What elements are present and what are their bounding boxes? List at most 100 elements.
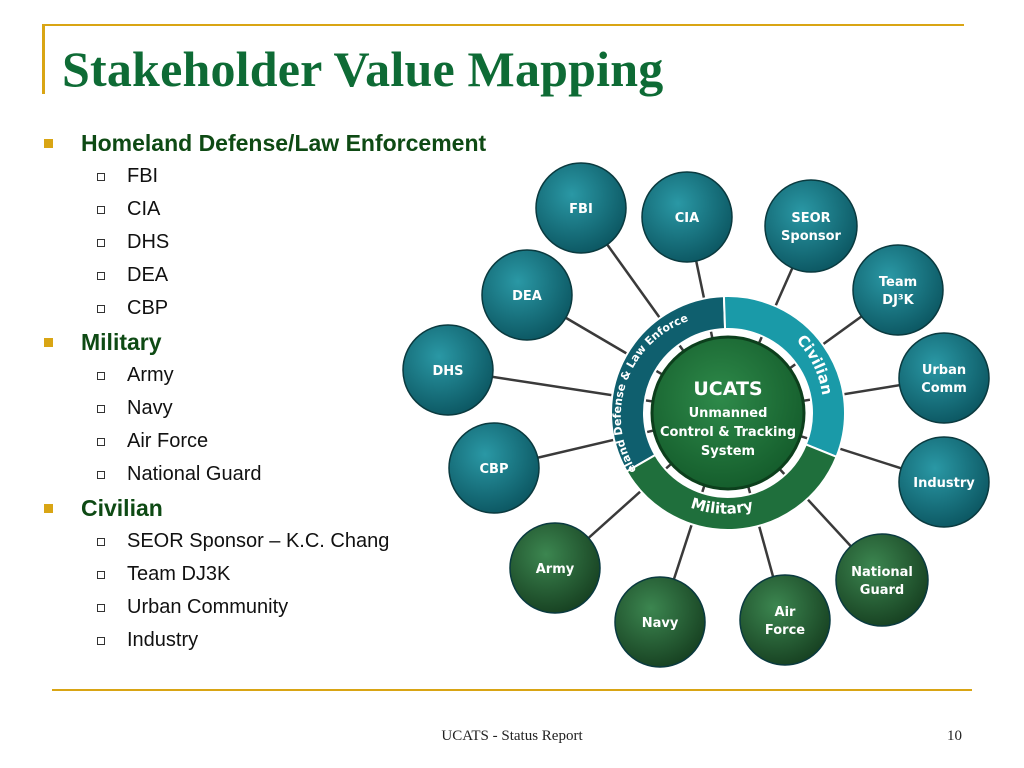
outline-section-label: Homeland Defense/Law Enforcement <box>81 129 487 156</box>
node-circle <box>448 422 540 514</box>
outline-section: Homeland Defense/Law Enforcement <box>44 126 486 160</box>
title-left-rule <box>42 24 45 94</box>
outline-item: FBI <box>44 160 464 193</box>
node-label: Navy <box>642 616 679 631</box>
hollow-square-bullet-icon <box>97 603 105 612</box>
node-circle <box>898 436 990 528</box>
node-circle <box>835 533 929 627</box>
node-circle <box>402 324 494 416</box>
outline-item: Air Force <box>44 425 464 458</box>
outline-item-label: National Guard <box>127 463 262 485</box>
hollow-square-bullet-icon <box>97 205 105 214</box>
ring-label-military-text: Military <box>689 494 755 518</box>
outline-section: Military <box>44 325 464 359</box>
ring-sector-military <box>625 443 838 531</box>
footer-rule <box>52 689 972 691</box>
node-label: Industry <box>913 476 975 491</box>
hollow-square-bullet-icon <box>97 437 105 446</box>
hollow-square-bullet-icon <box>97 404 105 413</box>
node-circle <box>509 522 601 614</box>
outline-item: DHS <box>44 226 464 259</box>
hollow-square-bullet-icon <box>97 271 105 280</box>
stakeholder-node-industry: Industry <box>898 436 990 528</box>
outline-item-label: SEOR Sponsor – K.C. Chang <box>127 530 390 552</box>
outline-item: CBP <box>44 292 464 325</box>
node-label: DEA <box>512 289 542 304</box>
hollow-square-bullet-icon <box>97 172 105 181</box>
hollow-square-bullet-icon <box>97 570 105 579</box>
hub-circle <box>650 335 806 491</box>
node-circle <box>898 332 990 424</box>
node-circle <box>535 162 627 254</box>
outline-section-label: Civilian <box>81 494 163 521</box>
outline-item: Army <box>44 359 464 392</box>
node-label: FBI <box>569 202 593 217</box>
stakeholder-node-army: Army <box>509 522 601 614</box>
outline-item-label: Team DJ3K <box>127 563 231 585</box>
hollow-square-bullet-icon <box>97 238 105 247</box>
stakeholder-diagram: Homeland Defense & Law EnforcementCivili… <box>395 160 990 668</box>
outline-item-label: Urban Community <box>127 596 289 618</box>
outline-item: CIA <box>44 193 464 226</box>
square-bullet-icon <box>44 503 53 513</box>
outline-item: Team DJ3K <box>44 558 464 591</box>
outline-item-label: Air Force <box>127 430 209 452</box>
outline-item: Urban Community <box>44 591 464 624</box>
hollow-square-bullet-icon <box>97 537 105 546</box>
outline-item-label: FBI <box>127 165 159 187</box>
title-top-rule <box>42 24 964 26</box>
square-bullet-icon <box>44 138 53 148</box>
outline-item: DEA <box>44 259 464 292</box>
hollow-square-bullet-icon <box>97 470 105 479</box>
stakeholder-node-dea: DEA <box>481 249 573 341</box>
outline-item-label: Navy <box>127 397 173 419</box>
node-circle <box>641 171 733 263</box>
outline-item-label: CIA <box>127 198 161 220</box>
node-label: CIA <box>675 211 699 226</box>
slide-title: Stakeholder Value Mapping <box>62 41 664 97</box>
node-circle <box>852 244 944 336</box>
outline-item: SEOR Sponsor – K.C. Chang <box>44 525 464 558</box>
outline-item-label: CBP <box>127 297 169 319</box>
outline-item: Industry <box>44 624 464 657</box>
outline-item-label: DEA <box>127 264 169 286</box>
stakeholder-node-cbp: CBP <box>448 422 540 514</box>
outline-item: National Guard <box>44 458 464 491</box>
hub-line: Control & Tracking <box>660 425 796 440</box>
hub-line: Unmanned <box>689 406 768 421</box>
node-label: Army <box>536 562 575 577</box>
footer-text: UCATS - Status Report <box>441 728 583 744</box>
stakeholder-node-cia: CIA <box>641 171 733 263</box>
stakeholder-node-fbi: FBI <box>535 162 627 254</box>
hub-title: UCATS <box>693 378 762 400</box>
node-circle <box>739 574 831 666</box>
node-circle <box>764 179 858 273</box>
hub-line: System <box>701 444 755 459</box>
node-label: CBP <box>480 462 509 477</box>
stakeholder-node-navy: Navy <box>614 576 706 668</box>
hollow-square-bullet-icon <box>97 371 105 380</box>
hollow-square-bullet-icon <box>97 304 105 313</box>
stakeholder-node-dhs: DHS <box>402 324 494 416</box>
node-circle <box>481 249 573 341</box>
outline-item: Navy <box>44 392 464 425</box>
outline-item-label: DHS <box>127 231 170 253</box>
node-circle <box>614 576 706 668</box>
outline-item-label: Army <box>127 364 174 386</box>
ring-label-military: Military <box>689 494 755 518</box>
node-label: DHS <box>432 364 463 379</box>
hollow-square-bullet-icon <box>97 636 105 645</box>
